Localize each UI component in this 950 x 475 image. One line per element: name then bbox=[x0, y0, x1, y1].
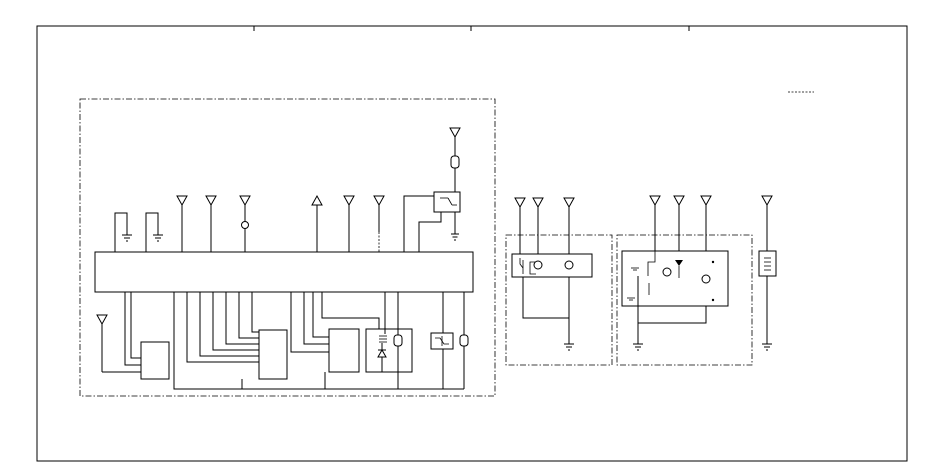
output-terminal-up bbox=[311, 194, 323, 252]
supply-terminal-3 bbox=[239, 195, 251, 252]
supply-terminal-1 bbox=[176, 195, 188, 252]
harness-to-module-2 bbox=[186, 298, 288, 389]
right-module bbox=[621, 195, 729, 351]
ground-bus bbox=[173, 298, 464, 390]
motor-icon bbox=[662, 267, 672, 277]
top-relay-module bbox=[403, 127, 461, 252]
motor-icon bbox=[533, 260, 543, 270]
main-control-unit bbox=[94, 251, 474, 293]
lamp-icon bbox=[564, 260, 574, 270]
input-module-left bbox=[96, 298, 170, 380]
bulb-icon bbox=[241, 221, 249, 229]
sensor-block bbox=[365, 298, 413, 389]
right-assembly-boundary bbox=[616, 234, 753, 366]
lamp-icon bbox=[701, 274, 711, 284]
standalone-component bbox=[758, 195, 777, 351]
main-assembly-boundary bbox=[79, 98, 496, 397]
supply-terminal-2 bbox=[205, 195, 217, 252]
sheet-tick-marks bbox=[253, 26, 690, 31]
middle-assembly-boundary bbox=[505, 234, 613, 366]
switch-block bbox=[430, 298, 454, 389]
sheet-border bbox=[36, 25, 908, 462]
supply-terminal-5 bbox=[373, 195, 385, 252]
ground-connection-1 bbox=[114, 212, 132, 252]
middle-module bbox=[511, 197, 593, 351]
harness-to-module-3 bbox=[290, 298, 380, 389]
supply-terminal-4 bbox=[343, 195, 355, 252]
main-unit-bottom-pins bbox=[124, 292, 465, 298]
bulb-right bbox=[459, 298, 469, 389]
ground-connection-2 bbox=[145, 212, 163, 252]
